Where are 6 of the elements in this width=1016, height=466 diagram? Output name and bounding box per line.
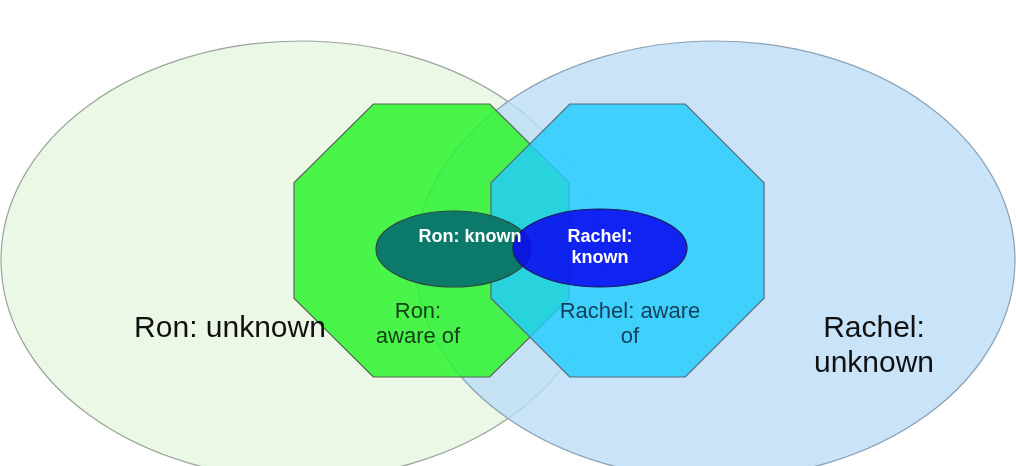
region-label: Rachel: aware of xyxy=(558,298,702,349)
region-label: Rachel: known xyxy=(566,226,634,268)
region-label: Ron: unknown xyxy=(133,310,327,345)
region-label: Ron: known xyxy=(417,226,523,247)
region-label: Rachel: unknown xyxy=(812,310,936,379)
region-label: Ron: aware of xyxy=(374,298,462,349)
